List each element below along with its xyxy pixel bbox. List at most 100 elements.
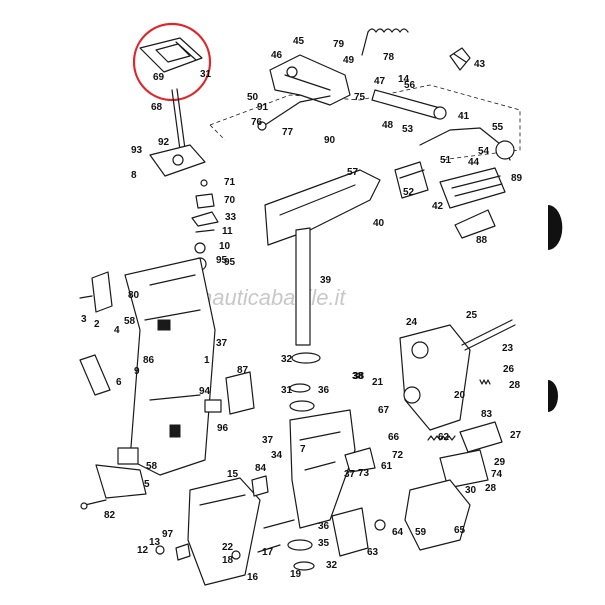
callout-34: 34 (271, 450, 283, 461)
callout-95: 95 (224, 257, 236, 268)
callout-40: 40 (373, 218, 385, 229)
callout-43: 43 (474, 59, 486, 70)
callout-37: 37 (344, 469, 356, 480)
callout-19: 19 (290, 569, 302, 580)
callout-66: 66 (388, 432, 400, 443)
callout-88: 88 (476, 235, 488, 246)
tilt-rod (461, 319, 516, 351)
callout-56: 56 (404, 80, 416, 91)
callout-6: 6 (116, 377, 122, 388)
callout-28: 28 (485, 483, 497, 494)
hardware-stack (191, 179, 219, 271)
part-61 (344, 447, 376, 473)
carb-bracket (149, 144, 206, 177)
bottom-washers (287, 539, 315, 571)
callout-84: 84 (255, 463, 267, 474)
callout-50: 50 (247, 92, 259, 103)
callout-11: 11 (222, 226, 233, 237)
callout-13: 13 (149, 537, 161, 548)
stern-bracket-left (187, 477, 261, 586)
callout-20: 20 (454, 390, 466, 401)
callout-36: 36 (318, 521, 330, 532)
callout-26: 26 (503, 364, 515, 375)
bolt (80, 499, 107, 510)
callout-97: 97 (162, 529, 174, 540)
callout-83: 83 (481, 409, 493, 420)
lower-swivel (289, 409, 356, 529)
stern-bracket-right (404, 479, 471, 551)
callout-73: 73 (358, 468, 370, 479)
midsection-housing (124, 257, 216, 476)
callout-51: 51 (440, 155, 452, 166)
callout-7: 7 (300, 444, 306, 455)
springs (427, 379, 491, 441)
callout-95: 95 (216, 255, 228, 266)
callout-68: 68 (151, 102, 163, 113)
callout-90: 90 (324, 135, 336, 146)
callout-86: 86 (143, 355, 155, 366)
callout-71: 71 (224, 177, 236, 188)
callout-8: 8 (131, 170, 137, 181)
callout-39: 39 (320, 275, 332, 286)
callout-28: 28 (509, 380, 521, 391)
callout-27: 27 (510, 430, 522, 441)
callout-87: 87 (237, 365, 249, 376)
callout-91: 91 (257, 102, 269, 113)
knob-84 (251, 475, 269, 497)
washer-set (289, 352, 321, 412)
callout-53: 53 (402, 124, 414, 135)
callout-48: 48 (382, 120, 394, 131)
vertical-shaft (171, 88, 186, 151)
highlight-circle (132, 22, 212, 102)
callout-82: 82 (104, 510, 116, 521)
callout-35: 35 (318, 538, 330, 549)
callout-61: 61 (381, 461, 393, 472)
callout-89: 89 (511, 173, 523, 184)
callout-55: 55 (492, 122, 504, 133)
callout-67: 67 (378, 405, 390, 416)
callout-54: 54 (478, 146, 490, 157)
side-tabs (548, 205, 563, 412)
callout-14: 14 (398, 74, 410, 85)
callout-47: 47 (374, 76, 386, 87)
callout-38: 38 (353, 371, 365, 382)
tilt-bracket (439, 421, 503, 489)
callout-31: 31 (200, 69, 212, 80)
knob (449, 47, 471, 71)
throttle-arm (257, 95, 331, 131)
callout-45: 45 (293, 36, 305, 47)
gasket-plate (139, 37, 203, 73)
callout-15: 15 (227, 469, 239, 480)
callout-59: 59 (415, 527, 427, 538)
callout-37: 37 (216, 338, 228, 349)
callout-38: 38 (352, 371, 364, 382)
callout-29: 29 (494, 457, 506, 468)
callout-12: 12 (137, 545, 149, 556)
callout-58: 58 (146, 461, 158, 472)
callout-2: 2 (94, 319, 100, 330)
assembly-outline (209, 84, 521, 161)
callout-69: 69 (153, 72, 165, 83)
support-parts (204, 371, 255, 415)
callout-96: 96 (217, 423, 229, 434)
callout-41: 41 (458, 111, 470, 122)
callout-76: 76 (251, 117, 263, 128)
callout-75: 75 (354, 92, 366, 103)
watermark-text: nauticabasile.it (200, 285, 346, 310)
callout-31: 31 (281, 385, 293, 396)
callout-46: 46 (271, 50, 283, 61)
callout-62: 62 (438, 432, 450, 443)
callout-79: 79 (333, 39, 345, 50)
linkage-rod (419, 127, 515, 161)
rubber-pads (95, 447, 147, 499)
callout-52: 52 (403, 187, 415, 198)
callout-49: 49 (343, 55, 355, 66)
callout-94: 94 (199, 386, 211, 397)
callout-72: 72 (392, 450, 404, 461)
clamp-block (331, 507, 386, 557)
callout-80: 80 (128, 290, 140, 301)
clamp-lever (79, 271, 113, 313)
callout-30: 30 (465, 485, 477, 496)
